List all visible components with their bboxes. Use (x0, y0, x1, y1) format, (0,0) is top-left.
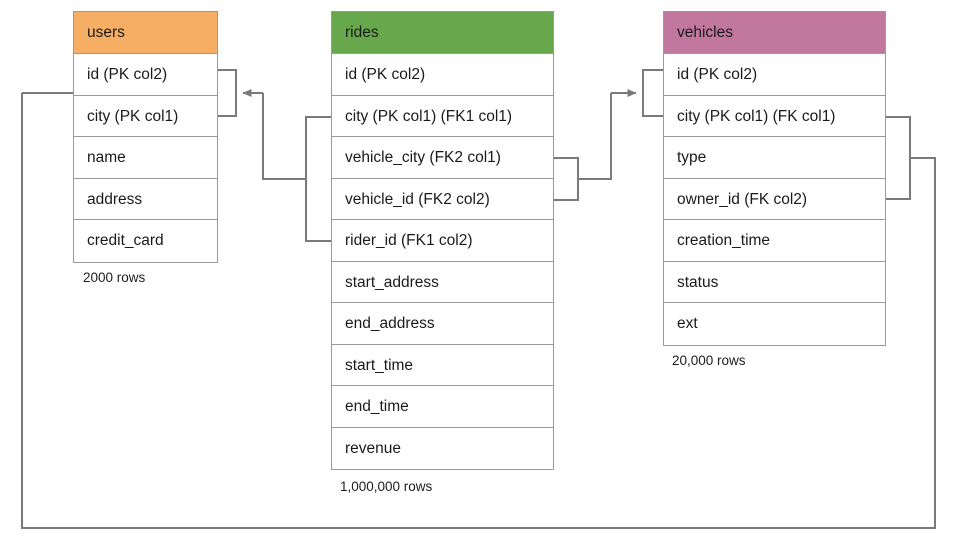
field-rides-start-address[interactable]: start_address (332, 261, 553, 303)
entity-vehicles-title: vehicles (664, 12, 885, 54)
field-users-address[interactable]: address (74, 178, 217, 220)
field-users-id[interactable]: id (PK col2) (74, 54, 217, 96)
field-rides-end-address[interactable]: end_address (332, 303, 553, 345)
rowcount-vehicles: 20,000 rows (672, 353, 746, 368)
field-rides-end-time[interactable]: end_time (332, 386, 553, 428)
entity-users[interactable]: users id (PK col2) city (PK col1) name a… (73, 11, 218, 263)
field-vehicles-owner-id[interactable]: owner_id (FK col2) (664, 178, 885, 220)
field-rides-start-time[interactable]: start_time (332, 344, 553, 386)
field-rides-vehicle-id[interactable]: vehicle_id (FK2 col2) (332, 178, 553, 220)
field-rides-revenue[interactable]: revenue (332, 427, 553, 469)
field-vehicles-city[interactable]: city (PK col1) (FK col1) (664, 95, 885, 137)
field-vehicles-type[interactable]: type (664, 137, 885, 179)
rowcount-rides: 1,000,000 rows (340, 479, 433, 494)
field-rides-rider-id[interactable]: rider_id (FK1 col2) (332, 220, 553, 262)
field-rides-vehicle-city[interactable]: vehicle_city (FK2 col1) (332, 137, 553, 179)
entity-rides[interactable]: rides id (PK col2) city (PK col1) (FK1 c… (331, 11, 554, 470)
field-users-city[interactable]: city (PK col1) (74, 95, 217, 137)
field-rides-city[interactable]: city (PK col1) (FK1 col1) (332, 95, 553, 137)
field-rides-id[interactable]: id (PK col2) (332, 54, 553, 96)
field-users-credit-card[interactable]: credit_card (74, 220, 217, 262)
connector-rides-to-vehicles (554, 69, 663, 201)
field-vehicles-ext[interactable]: ext (664, 303, 885, 345)
entity-rides-title: rides (332, 12, 553, 54)
field-vehicles-creation-time[interactable]: creation_time (664, 220, 885, 262)
field-vehicles-id[interactable]: id (PK col2) (664, 54, 885, 96)
field-users-name[interactable]: name (74, 137, 217, 179)
entity-users-title: users (74, 12, 217, 54)
connector-rides-to-users (218, 69, 331, 242)
rowcount-users: 2000 rows (83, 270, 146, 285)
entity-vehicles[interactable]: vehicles id (PK col2) city (PK col1) (FK… (663, 11, 886, 346)
field-vehicles-status[interactable]: status (664, 261, 885, 303)
